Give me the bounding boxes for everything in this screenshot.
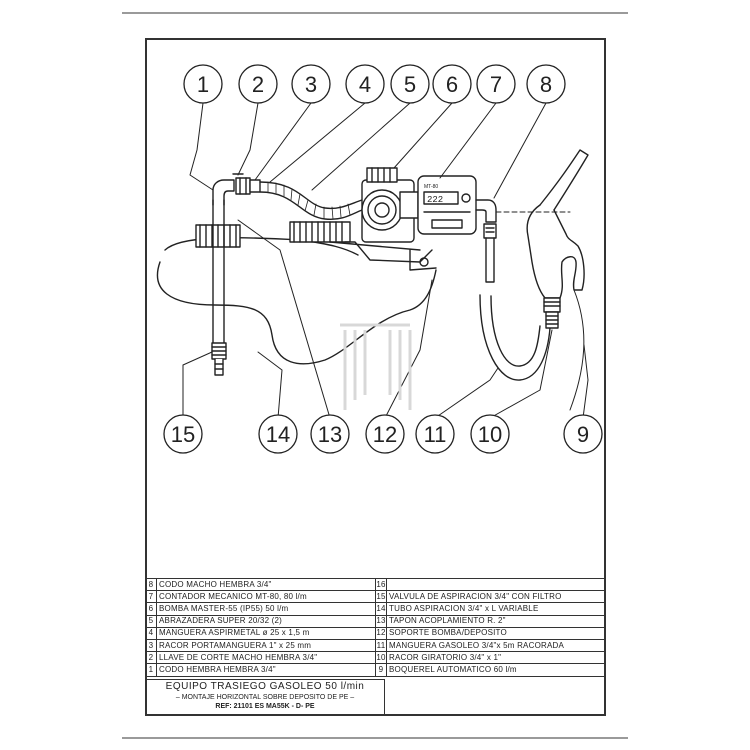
callout-bottom-label-13: 13	[318, 422, 342, 447]
callout-top-circle-1	[183, 64, 223, 104]
leader-lines	[182, 102, 589, 419]
callout-bottom-circle-12	[365, 414, 405, 454]
callout-top-label-8: 8	[540, 72, 552, 97]
callout-top-label-3: 3	[305, 72, 317, 97]
nozzle	[526, 149, 589, 411]
title-block-subtitle: – MONTAJE HORIZONTAL SOBRE DEPOSITO DE P…	[175, 694, 355, 701]
pump-support	[289, 221, 437, 271]
callout-bottom-circle-10	[470, 414, 510, 454]
elbow-fitting	[212, 173, 261, 206]
callout-bottom-label-10: 10	[478, 422, 502, 447]
title-block-title: EQUIPO TRASIEGO GASOLEO 50 l/min	[165, 681, 365, 692]
callout-top-label-2: 2	[252, 72, 264, 97]
flow-meter	[417, 175, 477, 235]
part-description: BOMBA MASTER-55 (IP55) 50 l/m	[156, 602, 376, 616]
part-number: 13	[375, 614, 387, 628]
part-description: LLAVE DE CORTE MACHO HEMBRA 3/4"	[156, 651, 376, 665]
callout-top-circle-2	[238, 64, 278, 104]
callout-bottom-label-9: 9	[577, 422, 589, 447]
part-description: TAPON ACOPLAMIENTO R. 2"	[386, 614, 606, 628]
callout-bottom-label-11: 11	[424, 422, 447, 447]
callout-top-label-1: 1	[197, 72, 209, 97]
meter-label: MT-80	[424, 184, 438, 190]
bottom-rule	[122, 737, 628, 739]
part-number: 10	[375, 651, 387, 665]
part-number: 6	[145, 602, 157, 616]
part-number: 16	[375, 577, 387, 592]
tank-cap-left	[195, 224, 241, 248]
callout-bottom-label-12: 12	[373, 422, 397, 447]
part-description: MANGUERA ASPIRMETAL ø 25 x 1,5 m	[156, 626, 376, 640]
part-number: 1	[145, 663, 157, 677]
part-number: 4	[145, 626, 157, 640]
part-number: 8	[145, 577, 157, 592]
suction-valve	[211, 342, 227, 376]
part-description: RACOR GIRATORIO 3/4" x 1"	[386, 651, 606, 665]
callout-top-circle-5	[390, 64, 430, 104]
callout-top-circle-4	[345, 64, 385, 104]
aspirmetal-hose	[259, 181, 363, 221]
part-number: 2	[145, 651, 157, 665]
callout-bottom-label-14: 14	[266, 422, 290, 447]
top-rule	[122, 12, 628, 14]
part-description: MANGUERA GASOLEO 3/4"x 5m RACORADA	[386, 638, 606, 653]
callout-bottom-circle-14	[258, 414, 298, 454]
callouts-bottom: 15 14 13 12 11 10 9	[163, 414, 603, 454]
title-block-ref: REF: 21101 ES MA55K - D- PE	[215, 703, 315, 710]
callout-top-circle-6	[432, 64, 472, 104]
part-description: CONTADOR MECANICO MT-80, 80 l/m	[156, 590, 376, 604]
part-number: 5	[145, 614, 157, 628]
callout-bottom-circle-13	[310, 414, 350, 454]
callout-bottom-label-15: 15	[171, 422, 195, 447]
callout-top-circle-7	[476, 64, 516, 104]
callout-top-label-4: 4	[359, 72, 371, 97]
tank-outline	[164, 237, 359, 256]
part-description: ABRAZADERA SUPER 20/32 (2)	[156, 614, 376, 628]
watermark-logo	[340, 323, 412, 410]
part-description: CODO HEMBRA HEMBRA 3/4"	[156, 663, 376, 677]
part-number: 12	[375, 626, 387, 640]
callout-top-label-6: 6	[446, 72, 458, 97]
part-description: VALVULA DE ASPIRACION 3/4" CON FILTRO	[386, 590, 606, 604]
callout-top-label-7: 7	[490, 72, 502, 97]
part-description: CODO MACHO HEMBRA 3/4"	[156, 577, 376, 592]
part-number: 11	[375, 638, 387, 653]
part-description: RACOR PORTAMANGUERA 1" x 25 mm	[156, 638, 376, 653]
meter-display: 222	[427, 195, 443, 205]
part-description: SOPORTE BOMBA/DEPOSITO	[386, 626, 606, 640]
title-block: EQUIPO TRASIEGO GASOLEO 50 l/min – MONTA…	[145, 679, 385, 716]
pump-body	[361, 167, 419, 243]
part-number: 3	[145, 638, 157, 653]
part-number: 15	[375, 590, 387, 604]
tank-outline-lower	[156, 261, 437, 365]
callout-bottom-circle-11	[415, 414, 455, 454]
callout-top-label-5: 5	[404, 72, 416, 97]
callout-top-circle-8	[526, 64, 566, 104]
part-number: 7	[145, 590, 157, 604]
part-description: BOQUEREL AUTOMATICO 60 l/m	[386, 663, 606, 677]
part-description: TUBO ASPIRACION 3/4" x L VARIABLE	[386, 602, 606, 616]
callouts-top: 1 2 3 4 5 6 7 8	[183, 64, 566, 104]
suction-tube	[212, 199, 225, 346]
callout-bottom-circle-15	[163, 414, 203, 454]
dispensing-hose	[479, 294, 551, 381]
callout-bottom-circle-9	[563, 414, 603, 454]
part-number: 14	[375, 602, 387, 616]
part-description	[386, 577, 606, 592]
callout-top-circle-3	[291, 64, 331, 104]
part-number: 9	[375, 663, 387, 677]
